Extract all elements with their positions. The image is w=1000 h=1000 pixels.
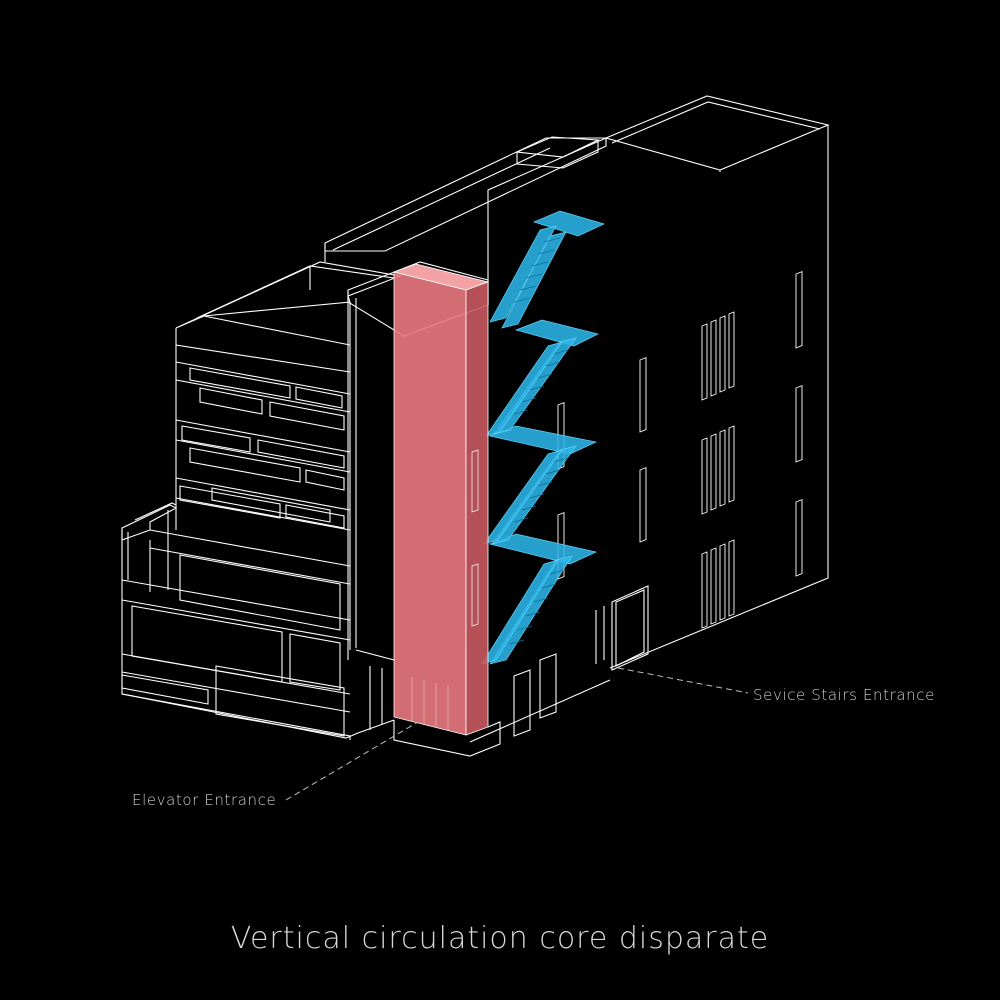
label-elevator-entrance: Elevator Entrance xyxy=(132,721,419,809)
stair-flight-4b xyxy=(481,559,559,665)
left-block xyxy=(121,261,403,740)
stairs-leader-line xyxy=(617,667,749,694)
diagram-title: Vertical circulation core disparate xyxy=(231,921,769,956)
elevator-core xyxy=(392,263,490,736)
stair-landing-1 xyxy=(532,210,605,237)
stair-landing-2 xyxy=(514,319,600,347)
roof-slab xyxy=(324,136,607,262)
elevator-entrance-label: Elevator Entrance xyxy=(132,791,276,809)
stair-flight-3b xyxy=(483,449,563,545)
stair-flight-2b xyxy=(485,341,563,437)
stairs-entrance-label: Sevice Stairs Entrance xyxy=(753,686,935,704)
stair-flight-1b xyxy=(501,231,567,329)
label-stairs-entrance: Sevice Stairs Entrance xyxy=(617,667,935,704)
stair-flight-1 xyxy=(489,225,557,323)
service-stairs xyxy=(481,210,605,665)
right-face-windows xyxy=(469,270,803,743)
elevator-core-front xyxy=(393,271,467,736)
elevator-leader-line xyxy=(285,721,419,801)
stair-treads xyxy=(509,237,569,645)
elevator-core-side xyxy=(465,281,489,736)
